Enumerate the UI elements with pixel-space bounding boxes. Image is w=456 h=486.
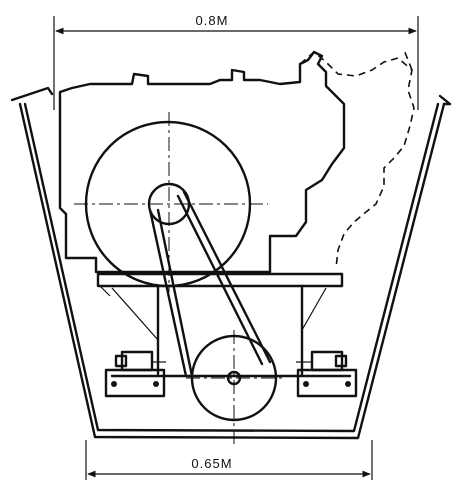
hull-right-rim	[438, 94, 452, 106]
hull-inner-line	[23, 102, 440, 433]
engine-outline	[58, 50, 346, 274]
hull-outline	[18, 102, 446, 440]
drive-belt	[148, 190, 272, 378]
right-bearing-bolt-right	[345, 381, 351, 387]
belt-right-strand-inner	[176, 194, 264, 366]
right-bearing-bolt-left	[303, 381, 309, 387]
engine-pulley	[74, 112, 268, 292]
belt-right-strand	[182, 190, 272, 364]
right-bearing-block	[296, 350, 358, 398]
top-dimension-label: 0.8M	[196, 13, 229, 28]
top-dimension-label-bg	[184, 12, 240, 28]
left-bearing-housing	[120, 350, 154, 372]
bottom-dimension-label-bg	[178, 455, 244, 471]
frame-right-brace	[301, 287, 327, 331]
frame-top-rail	[96, 272, 344, 288]
engine-block	[58, 49, 415, 274]
exhaust-dashed-top	[403, 49, 413, 71]
left-bearing-cap	[114, 354, 128, 368]
right-bearing-cap	[334, 354, 348, 368]
top-dimension: 0.8M	[53, 12, 419, 110]
driven-pulley	[186, 330, 282, 448]
mounting-frame	[96, 272, 352, 378]
belt-left-strand-inner	[156, 208, 194, 378]
left-bearing-bolt-right	[153, 381, 159, 387]
exhaust-dashed-outline	[299, 50, 415, 269]
frame-left-brace	[111, 287, 159, 341]
left-bearing-bolt-left	[111, 381, 117, 387]
hull	[10, 86, 452, 440]
right-bearing-housing	[310, 350, 344, 372]
belt-left-strand	[148, 208, 188, 378]
bottom-dimension: 0.65M	[85, 440, 373, 480]
left-bearing-block	[104, 350, 166, 398]
hull-left-rim	[10, 86, 54, 102]
bottom-dimension-label: 0.65M	[191, 456, 232, 471]
frame-left-gusset	[99, 285, 111, 297]
